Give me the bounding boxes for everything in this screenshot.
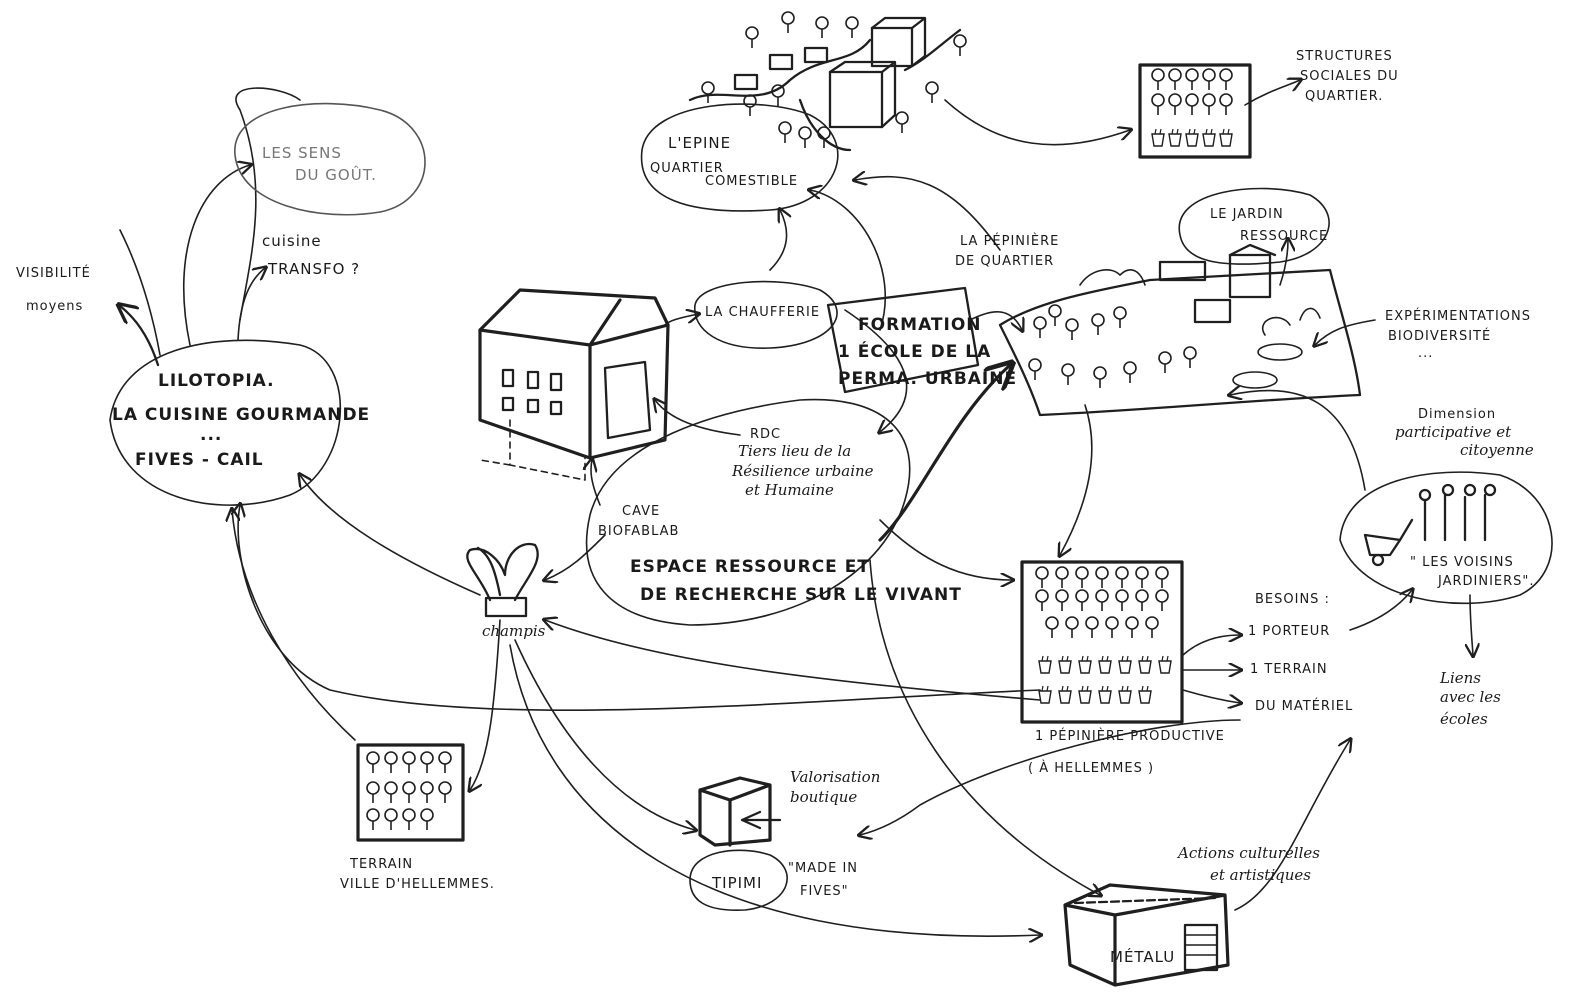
sens-du-gout-line1: LES SENS [262,144,342,162]
espace-node: RDC Tiers lieu de la Résilience urbaine … [585,398,962,626]
tipimi-node: TIPIMI Valorisation boutique "MADE IN FI… [689,768,880,911]
cuisine-transfo-line2: TRANSFO ? [267,260,360,278]
jardin-line2: RESSOURCE [1240,229,1328,244]
dimension-line1: Dimension [1418,407,1496,422]
voisins-line1: " LES VOISINS [1410,555,1514,570]
epine-comestible: COMESTIBLE [705,174,798,189]
jardin-node: LE JARDIN RESSOURCE [1178,187,1330,265]
valorisation-line1: Valorisation [790,768,880,786]
rdc-line1: RDC [750,427,781,442]
liens-node: Liens avec les écoles [1439,669,1501,728]
dimension-line3: citoyenne [1460,441,1534,459]
actions-line2: et artistiques [1210,866,1311,884]
experimentations-ellipsis: ... [1418,346,1433,361]
terrain-node: TERRAIN VILLE D'HELLEMMES. [340,743,495,892]
besoins-item-terrain: 1 TERRAIN [1250,662,1328,677]
visibilite-line2: moyens [26,299,83,314]
sens-du-gout-line2: DU GOÛT. [295,165,377,184]
formation-line3: PERMA. URBAINE [838,369,1017,389]
metalu-label: MÉTALU [1110,947,1175,966]
tipimi-fives: FIVES" [800,884,849,899]
jardin-line1: LE JARDIN [1210,207,1284,222]
liens-line3: écoles [1440,710,1488,728]
experimentations-line2: BIODIVERSITÉ [1388,328,1491,344]
epine-title: L'EPINE [668,134,731,152]
nursery-trees-icon [1020,560,1184,724]
pepiniere-quartier-line1: LA PÉPINIÈRE [960,233,1059,249]
formation-line2: 1 ÉCOLE DE LA [838,340,991,362]
espace-line2: DE RECHERCHE SUR LE VIVANT [640,585,962,605]
cave-line1: CAVE [622,504,660,519]
espace-line1: ESPACE RESSOURCE ET [630,557,870,577]
connector-arrows [120,80,1473,936]
plant-icon [466,542,539,618]
tipimi-made-in: "MADE IN [788,861,858,876]
rdc-line2: Tiers lieu de la [738,442,851,460]
liens-line1: Liens [1439,669,1481,687]
terrain-line2: VILLE D'HELLEMMES. [340,877,495,892]
wheelbarrow-icon [1363,483,1497,567]
garden-plan-sketch [998,243,1362,417]
besoins-item-porteur: 1 PORTEUR [1248,624,1330,639]
tipimi-label: TIPIMI [711,874,762,892]
lilotopia-place: FIVES - CAIL [135,450,264,470]
actions-line1: Actions culturelles [1176,844,1320,862]
lilotopia-ellipsis: ... [200,425,222,445]
terrain-line1: TERRAIN [349,857,413,872]
besoins-title: BESOINS : [1255,592,1330,607]
lilotopia-subtitle: LA CUISINE GOURMANDE [112,405,370,425]
cave-line2: BIOFABLAB [598,524,679,539]
house-icon [478,288,670,481]
voisins-node: Dimension participative et citoyenne " L… [1339,407,1553,605]
formation-node: FORMATION 1 ÉCOLE DE LA PERMA. URBAINE [826,286,1017,394]
formation-line1: FORMATION [858,315,982,335]
metalu-node: MÉTALU Actions culturelles et artistique… [1063,844,1320,987]
valorisation-line2: boutique [790,788,857,806]
voisins-line2: JARDINIERS". [1437,574,1535,589]
experimentations-line1: EXPÉRIMENTATIONS [1385,308,1531,324]
structures-line3: QUARTIER. [1305,89,1383,104]
epine-quartier: QUARTIER [650,161,724,176]
liens-line2: avec les [1440,688,1501,706]
rdc-line4: et Humaine [745,481,834,499]
champis-label: champis [482,622,546,640]
sens-du-gout-node: LES SENS DU GOÛT. [234,102,426,216]
epine-node: L'EPINE QUARTIER COMESTIBLE [640,103,839,212]
dimension-line2: participative et [1395,423,1512,441]
visibilite-line1: VISIBILITÉ [16,265,91,281]
chaufferie-node: LA CHAUFFERIE [694,280,838,349]
lilotopia-node: LILOTOPIA. LA CUISINE GOURMANDE ... FIVE… [109,339,370,506]
structures-line1: STRUCTURES [1296,49,1393,64]
lilotopia-title: LILOTOPIA. [158,371,275,391]
rdc-line3: Résilience urbaine [731,462,874,480]
pepiniere-quartier-line2: DE QUARTIER [955,254,1054,269]
structures-node: STRUCTURES SOCIALES DU QUARTIER. [1138,49,1399,159]
pepiniere-productive-line1: 1 PÉPINIÈRE PRODUCTIVE [1035,728,1225,744]
structures-line2: SOCIALES DU [1300,69,1399,84]
besoins-item-materiel: DU MATÉRIEL [1255,698,1353,714]
chaufferie-label: LA CHAUFFERIE [705,305,820,320]
neighbourhood-sketch [688,11,967,152]
besoins-list: BESOINS : 1 PORTEUR 1 TERRAIN DU MATÉRIE… [1248,592,1353,714]
cuisine-transfo-line1: cuisine [262,232,322,250]
pepiniere-productive-line2: ( À HELLEMMES ) [1028,760,1154,776]
